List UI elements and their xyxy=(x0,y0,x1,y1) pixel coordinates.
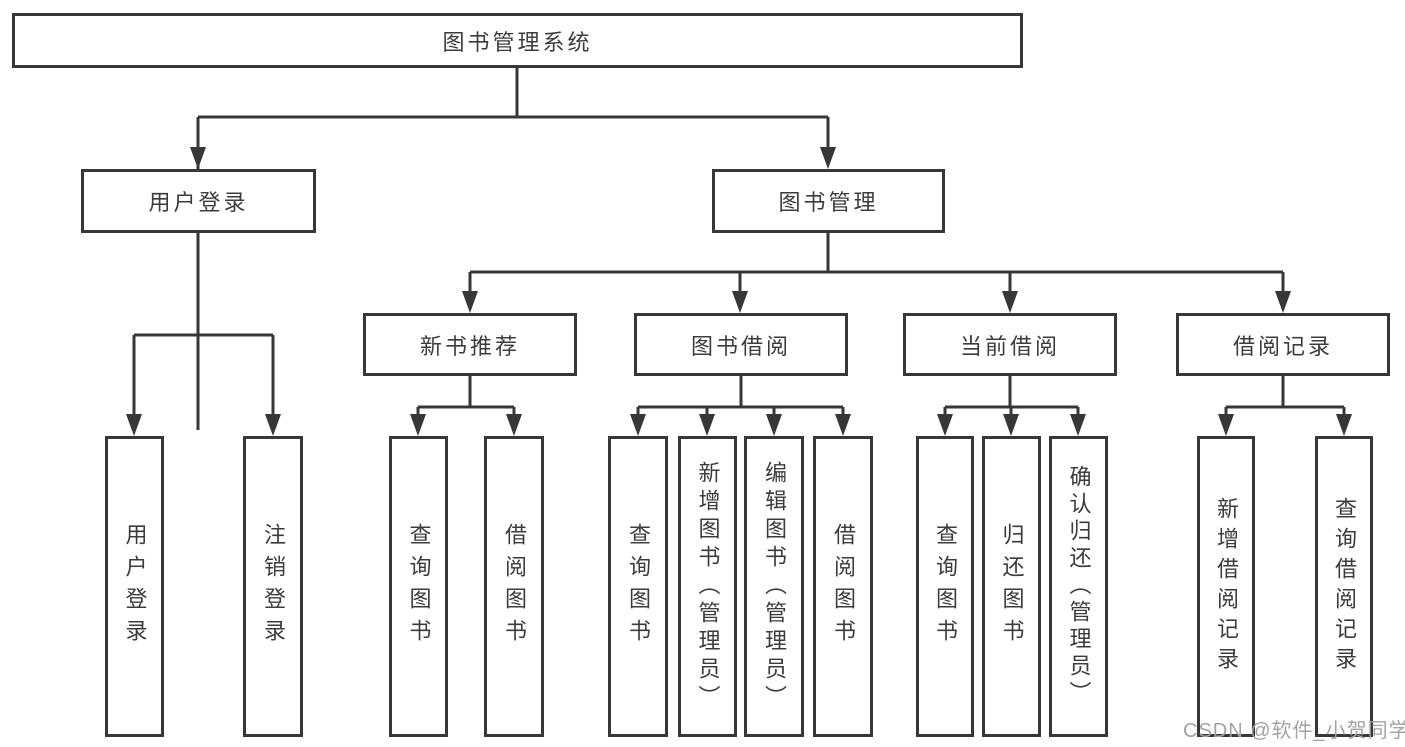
node-book-management: 图书管理 xyxy=(712,169,945,233)
arrow-down-icon xyxy=(1336,414,1352,436)
leaf-query-book-recommend: 查询图书 xyxy=(389,436,448,737)
node-current-borrow: 当前借阅 xyxy=(903,313,1117,376)
arrow-down-icon xyxy=(732,291,748,313)
leaf-edit-book-admin: 编辑图书（管理员） xyxy=(744,436,804,737)
arrow-down-icon xyxy=(937,414,953,436)
arrow-down-icon xyxy=(1218,414,1234,436)
leaf-return-book: 归还图书 xyxy=(982,436,1041,737)
arrow-down-icon xyxy=(630,414,646,436)
arrow-down-icon xyxy=(462,291,478,313)
leaf-borrow-book: 借阅图书 xyxy=(813,436,873,737)
arrow-down-icon xyxy=(265,414,281,436)
node-user-login: 用户登录 xyxy=(81,169,316,233)
arrow-down-icon xyxy=(1002,291,1018,313)
leaf-user-login: 用户登录 xyxy=(105,436,164,737)
leaf-add-book-admin: 新增图书（管理员） xyxy=(678,436,737,737)
node-borrow-record: 借阅记录 xyxy=(1176,313,1390,376)
arrow-down-icon xyxy=(190,147,206,169)
leaf-query-book-current: 查询图书 xyxy=(916,436,974,737)
arrow-down-icon xyxy=(1275,291,1291,313)
arrow-down-icon xyxy=(410,414,426,436)
csdn-watermark: CSDN @软件_小贺同学 xyxy=(1183,720,1405,742)
leaf-logout: 注销登录 xyxy=(243,436,303,737)
arrow-down-icon xyxy=(835,414,851,436)
arrow-down-icon xyxy=(506,414,522,436)
leaf-borrow-book-recommend: 借阅图书 xyxy=(484,436,544,737)
arrow-down-icon xyxy=(1003,414,1019,436)
connector-lines xyxy=(132,68,1346,430)
node-root: 图书管理系统 xyxy=(12,13,1023,68)
arrow-down-icon xyxy=(1070,414,1086,436)
leaf-query-borrow-record: 查询借阅记录 xyxy=(1315,436,1373,737)
arrow-down-icon xyxy=(766,414,782,436)
arrow-down-icon xyxy=(699,414,715,436)
node-book-borrow: 图书借阅 xyxy=(634,313,848,376)
arrow-down-icon xyxy=(820,147,836,169)
leaf-add-borrow-record: 新增借阅记录 xyxy=(1197,436,1255,737)
leaf-confirm-return-admin: 确认归还（管理员） xyxy=(1049,436,1108,737)
node-new-book-recommend: 新书推荐 xyxy=(363,313,577,376)
arrowheads xyxy=(126,147,1352,436)
arrow-down-icon xyxy=(126,414,142,436)
leaf-query-book-borrow: 查询图书 xyxy=(608,436,668,737)
